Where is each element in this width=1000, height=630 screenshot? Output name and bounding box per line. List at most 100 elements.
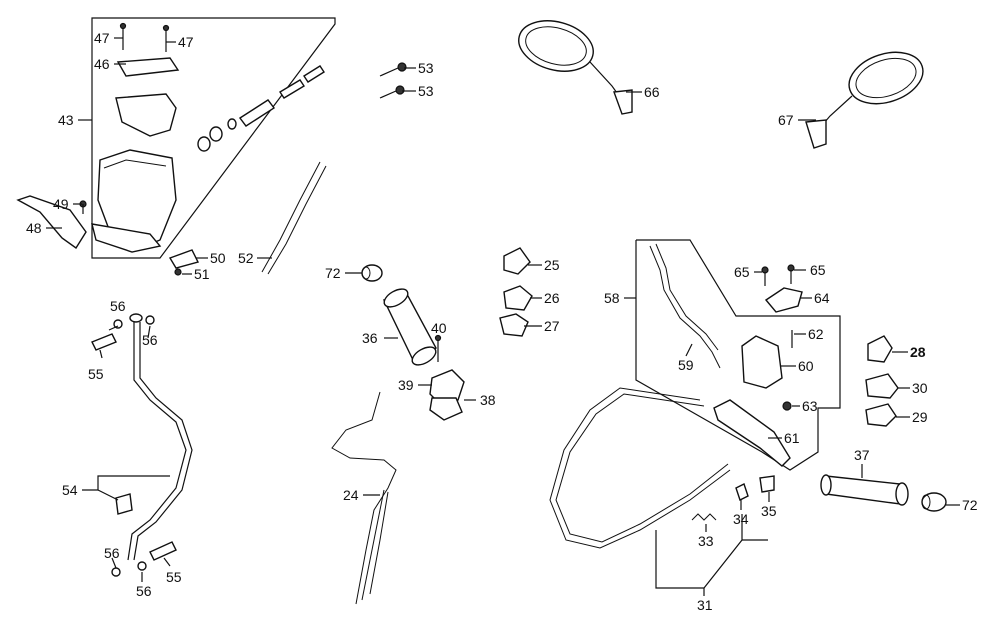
callout-25: 25 (544, 257, 560, 273)
washer-56-d (137, 561, 147, 571)
bracket-31 (655, 514, 743, 589)
hose-fitting-top (129, 313, 143, 323)
bolt-53-top (379, 62, 407, 77)
callout-47-right: 47 (178, 34, 194, 50)
cylinder-mount (91, 223, 162, 253)
callout-53-top: 53 (418, 60, 434, 76)
washer-56-a (113, 319, 123, 329)
callout-35: 35 (761, 503, 777, 519)
lever-bracket (741, 335, 783, 389)
leader-lines (46, 37, 960, 582)
banjo-bolt-top (91, 333, 117, 351)
callout-40: 40 (431, 320, 447, 336)
callout-39: 39 (398, 377, 414, 393)
clutch-lever (713, 399, 791, 467)
switch-28 (867, 335, 893, 363)
callout-60: 60 (798, 358, 814, 374)
callout-26: 26 (544, 290, 560, 306)
callout-43: 43 (58, 112, 74, 128)
callout-36: 36 (362, 330, 378, 346)
bolt-53-bottom (379, 85, 405, 99)
master-cylinder-body (97, 149, 177, 249)
screw-47-left (119, 22, 127, 50)
callout-29: 29 (912, 409, 928, 425)
callout-72-left: 72 (325, 265, 341, 281)
callout-51: 51 (194, 266, 210, 282)
callout-55-bottom: 55 (166, 569, 182, 585)
switch-30 (865, 373, 899, 399)
screw-47-right (162, 24, 170, 52)
throttle-grip (382, 288, 437, 366)
callout-56-c: 56 (104, 545, 120, 561)
switch-29 (865, 403, 897, 427)
adjuster-35 (759, 475, 775, 493)
spring-33 (691, 513, 717, 521)
callout-48: 48 (26, 220, 42, 236)
nut-63 (782, 401, 792, 411)
callout-27: 27 (544, 318, 560, 334)
callout-47-left: 47 (94, 30, 110, 46)
brake-lever (16, 195, 87, 250)
callout-24: 24 (343, 487, 359, 503)
group-box-58 (635, 239, 841, 471)
lever-clamp (764, 287, 803, 313)
throttle-cable (331, 391, 397, 605)
callout-63: 63 (802, 398, 818, 414)
callout-52: 52 (238, 250, 254, 266)
switch-27 (499, 313, 529, 337)
callout-58: 58 (604, 290, 620, 306)
callout-38: 38 (480, 392, 496, 408)
callout-34: 34 (733, 511, 749, 527)
callout-56-d: 56 (136, 583, 152, 599)
piston-kit (197, 65, 325, 152)
callout-66: 66 (644, 84, 660, 100)
washer-56-c (111, 567, 121, 577)
callout-62: 62 (808, 326, 824, 342)
callout-65-left: 65 (734, 264, 750, 280)
pivot-bolt (79, 200, 87, 214)
mirror-left (518, 20, 633, 115)
callout-67: 67 (778, 112, 794, 128)
callout-59: 59 (678, 357, 694, 373)
callout-54: 54 (62, 482, 78, 498)
callout-56-b: 56 (142, 332, 158, 348)
brake-switch (168, 249, 200, 269)
diaphragm (115, 93, 177, 137)
washer-56-b (145, 315, 155, 325)
callout-56-a: 56 (110, 298, 126, 314)
hose-clamp (115, 493, 133, 515)
switch-26 (503, 285, 533, 311)
bar-end-72-right (921, 492, 947, 512)
screw-65-left (761, 266, 769, 286)
screw-40 (434, 334, 442, 362)
callout-33: 33 (698, 533, 714, 549)
throttle-housing-bottom (429, 397, 463, 421)
callout-55-top: 55 (88, 366, 104, 382)
callout-37: 37 (854, 447, 870, 463)
callout-72-right: 72 (962, 497, 978, 513)
callout-30: 30 (912, 380, 928, 396)
screw-65-right (787, 264, 795, 284)
reservoir-cap (116, 57, 180, 77)
throttle-housing-top (429, 369, 465, 405)
callout-46: 46 (94, 56, 110, 72)
switch-25 (503, 247, 531, 275)
bar-end-72-left (361, 264, 383, 282)
banjo-bolt-bottom (149, 541, 177, 561)
callout-50: 50 (210, 250, 226, 266)
clutch-cable (549, 387, 731, 549)
group-box-43 (91, 17, 336, 259)
clutch-switch-cable (649, 245, 721, 369)
callout-49: 49 (53, 196, 69, 212)
screw-51 (174, 268, 182, 276)
switch-wire-52 (261, 161, 321, 273)
callout-65-right: 65 (810, 262, 826, 278)
callout-28: 28 (910, 344, 926, 360)
callout-53-bottom: 53 (418, 83, 434, 99)
callout-64: 64 (814, 290, 830, 306)
callout-61: 61 (784, 430, 800, 446)
adjuster-34 (735, 483, 749, 501)
callout-labels: 47 47 46 43 49 48 50 51 52 53 53 66 67 7… (26, 30, 978, 613)
